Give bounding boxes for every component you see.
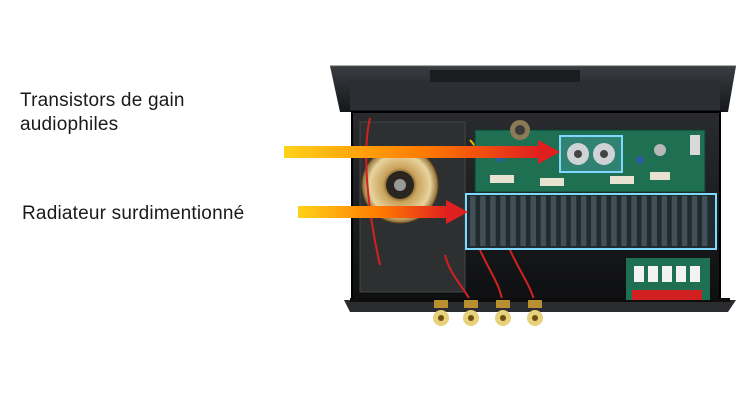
heatsink-fin (611, 196, 617, 246)
arrow-transistors (284, 140, 560, 164)
transistors-label-line2: audiophiles (20, 114, 119, 135)
heatsink-fin (470, 196, 476, 246)
transistors-label-line1: Transistors de gain (20, 90, 185, 111)
heatsink-fin (661, 196, 668, 246)
heatsink-fin (591, 196, 597, 246)
transistors-highlight (559, 135, 623, 173)
speaker-terminals (433, 300, 543, 326)
heatsink-fin (681, 196, 688, 246)
heatsink-fin (701, 196, 708, 246)
heatsink-fin (530, 196, 536, 246)
heatsink-fin (520, 196, 526, 246)
heatsink-fin (651, 196, 657, 246)
heatsink-fin (550, 196, 557, 246)
heatsink-fin (490, 196, 496, 246)
radiator-label: Radiateur surdimentionné (22, 203, 245, 224)
input-selector-board (626, 258, 710, 300)
heatsink-fin (671, 196, 678, 246)
transistors-label: Transistors de gain audiophiles (20, 89, 260, 137)
heatsink-fin (580, 196, 587, 246)
heatsink-fin (560, 196, 567, 246)
heatsink-fin (641, 196, 647, 246)
radiator-highlight (465, 193, 717, 250)
heatsink (466, 194, 716, 249)
heatsink-fin (621, 196, 627, 246)
arrow-radiator (298, 200, 468, 224)
heatsink-fin (510, 196, 516, 246)
heatsink-fin (691, 196, 698, 246)
heatsink-fin (500, 196, 506, 246)
amplifier-pcb (474, 120, 706, 193)
heatsink-fin (540, 196, 547, 246)
heatsink-fin (570, 196, 577, 246)
heatsink-fin (480, 196, 486, 246)
chassis-lid (330, 65, 736, 112)
heatsink-fin (631, 196, 637, 246)
heatsink-fin (601, 196, 607, 246)
